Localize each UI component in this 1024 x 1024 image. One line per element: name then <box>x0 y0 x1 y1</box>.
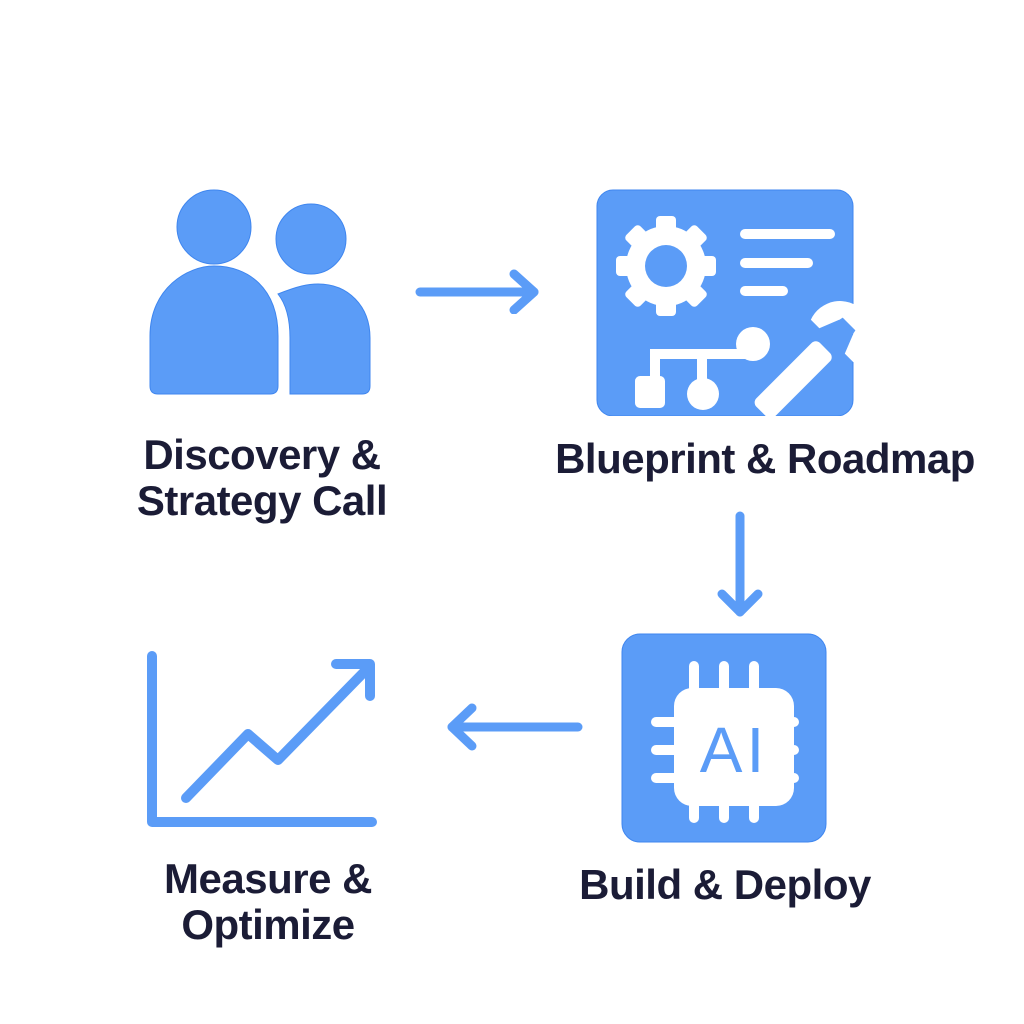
label-line: Blueprint & Roadmap <box>555 435 975 482</box>
label-line: Optimize <box>181 901 355 948</box>
wrench-icon <box>754 301 872 419</box>
growth-chart-icon <box>147 651 377 827</box>
text-lines-icon <box>740 229 835 296</box>
chip-text: AI <box>700 714 768 786</box>
ai-chip-icon: AI <box>621 633 827 843</box>
step-label-discovery: Discovery & Strategy Call <box>112 432 412 524</box>
step-label-build: Build & Deploy <box>545 862 905 908</box>
step-label-measure: Measure & Optimize <box>118 856 418 948</box>
flowchart-icon <box>635 327 770 410</box>
blueprint-gear-wrench-icon <box>596 189 880 420</box>
label-line: Measure & <box>164 855 372 902</box>
label-line: Strategy Call <box>136 477 388 524</box>
people-icon <box>149 189 371 395</box>
step-label-blueprint: Blueprint & Roadmap <box>530 436 1000 482</box>
arrow-right-icon <box>415 269 539 314</box>
arrow-down-icon <box>717 511 763 617</box>
gear-icon <box>616 216 716 316</box>
label-line: Build & Deploy <box>579 861 871 908</box>
label-line: Discovery & <box>143 431 381 478</box>
arrow-left-icon <box>447 703 583 751</box>
